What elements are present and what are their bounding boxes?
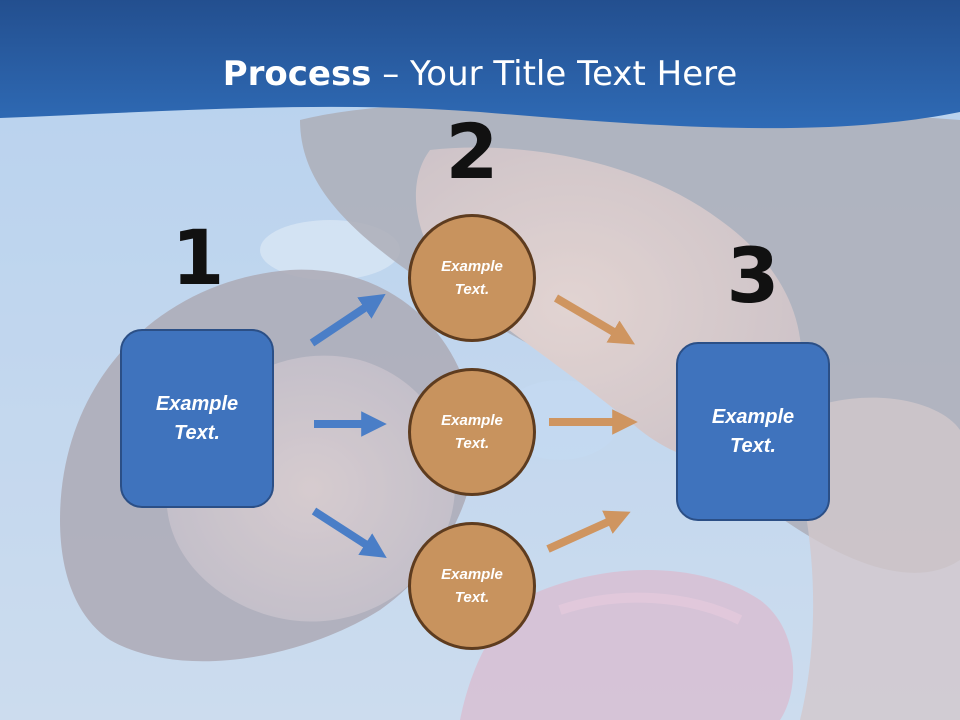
step-1-text: Example Text. — [155, 392, 239, 444]
step-3-box: Example Text. — [676, 342, 830, 521]
step-2-circle-1-text: Example Text. — [441, 258, 503, 298]
arrow-1-to-2a — [309, 293, 386, 347]
step-3-number: 3 — [726, 231, 780, 320]
step-1-number: 1 — [171, 213, 225, 302]
step-2-number: 2 — [445, 107, 499, 196]
arrow-2c-to-3 — [546, 510, 631, 553]
step-2-circle-3: Example Text. — [408, 522, 536, 650]
arrow-2a-to-3 — [553, 294, 636, 345]
slide-title: Process – Your Title Text Here — [0, 52, 960, 96]
step-2-circle-2-text: Example Text. — [441, 412, 503, 452]
step-3-text: Example Text. — [711, 405, 795, 457]
step-1-box: Example Text. — [120, 329, 274, 508]
step-2-circle-1: Example Text. — [408, 214, 536, 342]
step-2-circle-3-text: Example Text. — [441, 566, 503, 606]
title-bold: Process — [222, 54, 372, 94]
header-band — [0, 0, 960, 129]
arrow-1-to-2c — [311, 507, 387, 558]
title-rest: – Your Title Text Here — [371, 54, 738, 94]
step-2-circle-2: Example Text. — [408, 368, 536, 496]
